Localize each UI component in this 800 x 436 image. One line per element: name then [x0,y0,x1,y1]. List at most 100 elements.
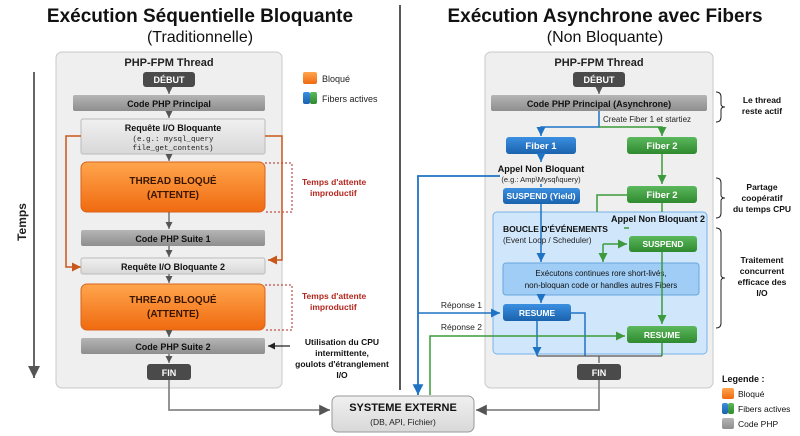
left-io-request-1-label: Requête I/O Bloquante [125,123,222,133]
legend-php-swatch [722,418,734,429]
wait-bracket-1 [265,162,293,213]
brace-share [715,177,726,219]
right-main-code-label: Code PHP Principal (Asynchrone) [527,99,671,109]
wait-2-sub: improductif [310,302,357,312]
left-start-box [143,72,195,87]
left-blocked-1-sub: (ATTENTE) [147,190,199,201]
left-blocked-2-box [80,283,266,331]
resume-1-box [503,304,571,321]
left-subtitle: (Traditionnelle) [147,29,253,46]
brace-active [715,91,726,123]
legend-fibers-swatch-blue-top [303,92,310,104]
note-concurrent-line-4: I/O [756,288,768,298]
right-end-label: FIN [592,368,607,378]
legend-fibers-label-top: Fibers actives [322,94,378,104]
left-blocked-2-label: THREAD BLOQUÉ [129,293,217,306]
left-to-external-arrow [168,380,330,416]
exec-box [502,262,700,296]
legend-title: Legende : [722,374,765,384]
right-io-loop-arrow [265,135,283,265]
call-1-label: Appel Non Bloquant [498,164,585,174]
right-main-code-box [491,95,707,111]
reply-1-label: Réponse 1 [441,300,482,310]
fiber-2-top-box [627,137,697,154]
fiber-1-label: Fiber 1 [525,141,557,152]
cpu-note-line-3: goulots d'étranglement [295,359,389,369]
left-main-code-box [73,95,265,111]
external-system-title: SYSTEME EXTERNE [349,402,457,414]
suspend-1-label: SUSPEND (Yield) [506,191,575,201]
right-title: Exécution Asynchrone avec Fibers [447,6,762,27]
left-title: Exécution Séquentielle Bloquante [47,6,353,27]
reply-2-arrow [429,331,625,395]
right-end-box [577,364,621,380]
suspend-2-box [629,236,697,252]
right-subtitle: (Non Bloquante) [547,29,664,46]
exec-line-1: Exécutons continues rore short-livés, [535,269,666,278]
left-io-request-2-label: Requête I/O Bloquante 2 [121,262,225,272]
legend-blocked-label: Bloqué [738,389,765,399]
exec-line-2: non-bloquan code or handles autres Fiber… [525,281,678,290]
fiber-2-side-arrow [596,194,627,212]
wait-1-label: Temps d'attente [302,177,366,187]
loop-subtitle: (Event Loop / Scheduler) [503,236,592,245]
left-io-example-line-1: (e.g.: mysql_query [132,136,214,144]
resume-2-box [627,326,697,343]
create-fiber-2-arrow [599,126,667,136]
external-system-box [331,395,475,433]
note-share-line-1: Partage [746,182,777,192]
time-label: Temps [15,203,29,241]
loop-title: BOUCLE D'ÉVÉNEMENTS [503,224,608,234]
suspend-1-box [503,188,580,204]
resume-1-side [571,312,586,356]
left-io-example-line-2: file_get_contents) [132,145,213,153]
cpu-note-line-1: Utilisation du CPU [305,337,379,347]
fiber-2-mid-box [627,186,697,203]
reply-2-label: Réponse 2 [441,322,482,332]
note-active-line-2: reste actif [742,106,782,116]
left-suite-1-box [81,230,265,246]
note-active-line-1: Le thread [743,95,781,105]
wait-bracket-2 [265,284,293,331]
left-blocked-1-label: THREAD BLOQUÉ [129,174,217,187]
legend-php-label: Code PHP [738,419,778,429]
legend-fibers-swatch-green-top [310,92,317,104]
right-to-external-arrow [476,380,600,416]
resume-2-label: RESUME [644,330,681,340]
cpu-note-line-2: intermittente, [315,348,369,358]
merge-line [537,355,662,363]
legend-blocked-label-top: Bloqué [322,74,350,84]
external-system-subtitle: (DB, API, Fichier) [370,417,436,427]
legend-blocked-swatch [722,388,734,399]
left-start-label: DÉBUT [154,75,186,85]
note-concurrent-line-2: concurrent [740,266,785,276]
call-1-to-external-arrow [412,175,500,395]
left-suite-2-box [81,338,265,354]
legend-blocked-swatch-top [303,72,317,84]
wait-1-sub: improductif [310,188,357,198]
resume-1-label: RESUME [519,308,556,318]
create-fiber-1-arrow [536,111,600,136]
cpu-note-line-4: I/O [336,370,348,380]
left-io-loop-arrow [65,135,81,272]
left-io-request-2-box [80,257,266,275]
wait-2-label: Temps d'attente [302,291,366,301]
right-start-box [573,72,625,87]
left-end-box [147,364,191,380]
create-fibers-label: Create Fiber 1 et startiez [603,115,691,124]
note-concurrent-line-1: Traitement [741,255,784,265]
fiber-2-mid-label: Fiber 2 [646,190,677,201]
left-thread-title: PHP-FPM Thread [124,57,213,69]
legend-fibers-swatch-green [728,403,734,414]
right-start-label: DÉBUT [584,75,616,85]
fiber-2-top-label: Fiber 2 [646,141,677,152]
suspend-2-label: SUSPEND [642,239,683,249]
right-thread-title: PHP-FPM Thread [554,57,643,69]
left-blocked-2-sub: (ATTENTE) [147,309,199,320]
legend-fibers-label: Fibers actives [738,404,790,414]
note-concurrent-line-3: efficace des [738,277,787,287]
call-2-label: Appel Non Bloquant 2 [611,214,705,224]
left-suite-1-label: Code PHP Suite 1 [135,234,210,244]
left-end-label: FIN [162,368,177,378]
left-main-code-label: Code PHP Principal [127,99,211,109]
